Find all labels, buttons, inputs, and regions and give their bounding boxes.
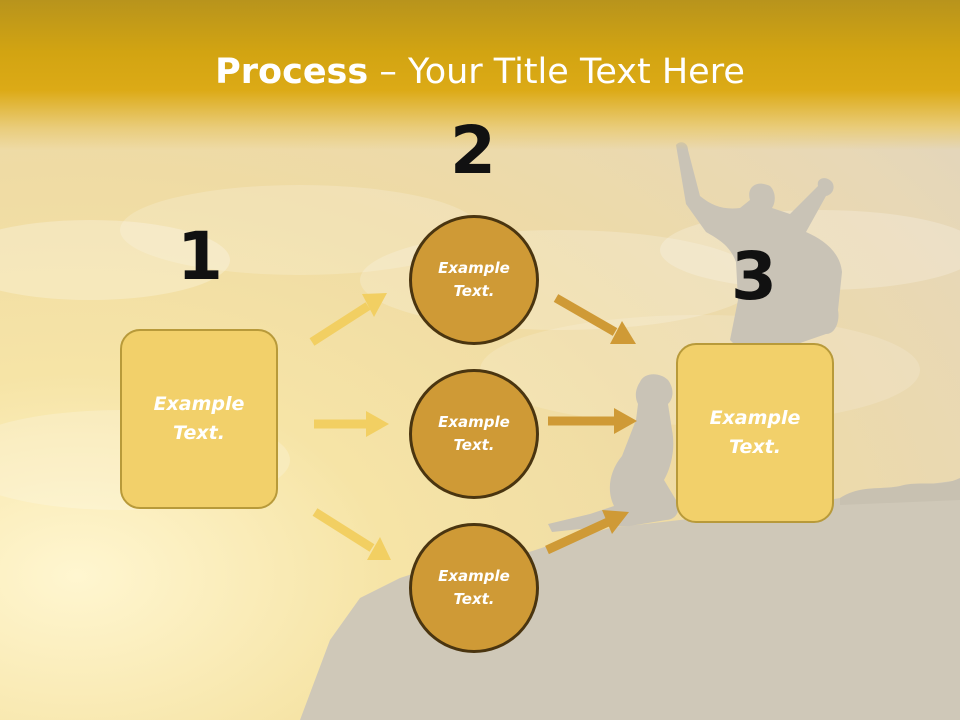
box-right-line2: Text. — [729, 436, 781, 458]
box-left-line1: Example — [153, 393, 245, 415]
title-bold: Process — [215, 52, 369, 92]
circle-top-line2: Text. — [453, 282, 495, 300]
circle-bottom-line1: Example — [438, 567, 510, 585]
step-number-2: 2 — [450, 112, 496, 189]
arrow-to-top-circle — [309, 293, 387, 346]
step-number-3: 3 — [731, 238, 777, 315]
circle-top-line1: Example — [438, 259, 510, 277]
arrow-to-bottom-circle — [312, 508, 391, 560]
circle-middle-line2: Text. — [453, 436, 495, 454]
box-left-line2: Text. — [173, 422, 225, 444]
arrow-from-top-circle — [553, 294, 636, 344]
title-rest: – Your Title Text Here — [368, 52, 745, 92]
circle-bottom-line2: Text. — [453, 590, 495, 608]
box-right-line1: Example — [709, 407, 801, 429]
title-bar — [0, 0, 960, 150]
arrow-from-middle-circle — [548, 408, 637, 434]
circle-middle-line1: Example — [438, 413, 510, 431]
slide-title: Process – Your Title Text Here — [0, 52, 960, 92]
arrow-from-bottom-circle — [545, 510, 629, 555]
arrow-to-middle-circle — [314, 411, 389, 437]
step-number-1: 1 — [177, 218, 223, 295]
